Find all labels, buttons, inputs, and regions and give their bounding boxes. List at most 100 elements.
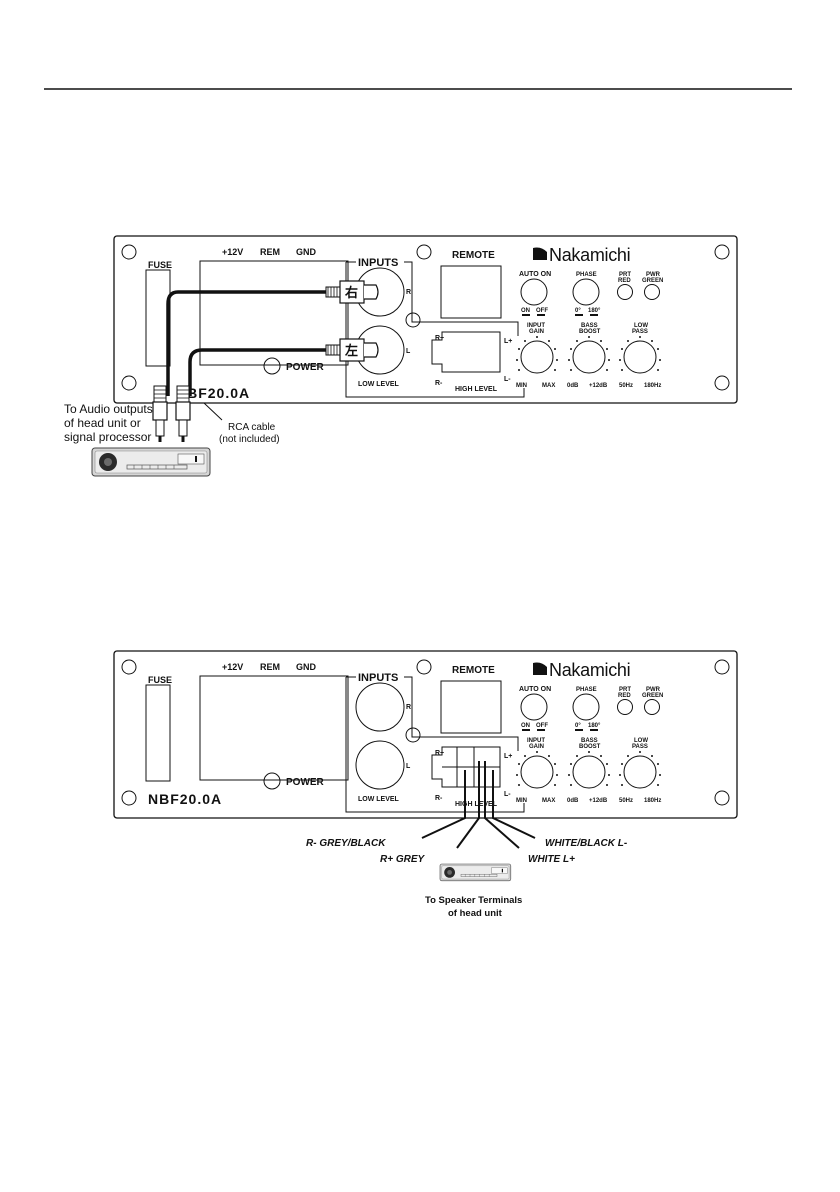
inputs-label: INPUTS — [358, 672, 398, 684]
speaker-wires — [421, 761, 536, 849]
phase-0-label: 0° — [575, 308, 581, 314]
phase-label: PHASE — [576, 272, 597, 278]
rca-plug-right: 右 — [325, 280, 379, 304]
auto-on-label: AUTO ON — [519, 686, 551, 693]
off-label: OFF — [536, 308, 548, 314]
lp-max-label: 180Hz — [644, 383, 661, 389]
red-label: RED — [618, 278, 631, 284]
gain-max-label: MAX — [542, 798, 555, 804]
caption-rca-line-2: (not included) — [219, 434, 280, 445]
terminal-gnd-label: GND — [296, 662, 317, 672]
green-label: GREEN — [642, 693, 663, 699]
pwr-label: PWR — [646, 272, 661, 278]
caption-speaker-line-2: of head unit — [448, 908, 503, 919]
lp-min-label: 50Hz — [619, 798, 633, 804]
auto-on-label: AUTO ON — [519, 271, 551, 278]
prt-label: PRT — [619, 272, 631, 278]
terminal-12v-label: +12V — [222, 662, 243, 672]
input-l-label: L — [406, 348, 411, 355]
hl-lminus-label: L- — [504, 376, 511, 383]
head-unit-icon-2 — [439, 863, 512, 882]
wire-r-minus — [421, 770, 466, 839]
fuse-label: FUSE — [148, 675, 172, 685]
power-label: POWER — [286, 362, 325, 373]
terminal-rem-label: REM — [260, 247, 280, 257]
rca-cable-right — [166, 290, 326, 396]
rca-plug-left: 左 — [325, 338, 379, 362]
hl-rplus-label: R+ — [435, 335, 444, 342]
caption-speaker-terminals: To Speaker Terminals of head unit — [425, 895, 522, 919]
low-pass-label-1: LOW — [634, 738, 648, 744]
input-gain-label-1: INPUT — [527, 323, 545, 329]
on-label: ON — [521, 723, 530, 729]
gain-min-label: MIN — [516, 383, 527, 389]
terminal-12v-label: +12V — [222, 247, 243, 257]
wire-r-minus-label: R- GREY/BLACK — [306, 838, 386, 849]
caption-rca-cable: RCA cable (not included) — [219, 422, 280, 445]
remote-label: REMOTE — [452, 250, 495, 261]
caption-audio-line-3: signal processor — [64, 430, 151, 444]
input-l-label: L — [406, 763, 411, 770]
low-pass-label-2: PASS — [632, 744, 648, 750]
green-label: GREEN — [642, 278, 663, 284]
amplifier-panel-low-level: FUSE +12V REM GND POWER INPUTS R L LOW L… — [113, 235, 738, 404]
amplifier-panel-high-level: FUSE +12V REM GND POWER INPUTS R L LOW L… — [113, 650, 738, 819]
hl-rminus-label: R- — [435, 795, 443, 802]
hl-lplus-label: L+ — [504, 753, 512, 760]
fuse-label: FUSE — [148, 260, 172, 270]
wire-l-plus-label: WHITE L+ — [528, 854, 575, 865]
off-label: OFF — [536, 723, 548, 729]
low-level-label: LOW LEVEL — [358, 381, 400, 388]
bass-boost-label-2: BOOST — [579, 744, 601, 750]
pwr-label: PWR — [646, 687, 661, 693]
high-level-connector-grid — [442, 747, 500, 787]
low-level-label: LOW LEVEL — [358, 796, 400, 803]
high-level-label: HIGH LEVEL — [455, 801, 498, 808]
caption-audio-line-1: To Audio outputs — [64, 402, 153, 416]
caption-audio-line-2: of head unit or — [64, 416, 141, 430]
bass-boost-label-1: BASS — [581, 323, 598, 329]
rca-left-char: 左 — [345, 343, 358, 358]
wire-r-plus — [456, 761, 480, 849]
model-name: NBF20.0A — [176, 385, 250, 401]
phase-0-label: 0° — [575, 723, 581, 729]
phase-180-label: 180° — [588, 308, 601, 314]
input-r-label: R — [406, 289, 411, 296]
lp-min-label: 50Hz — [619, 383, 633, 389]
wire-l-plus — [484, 761, 520, 849]
gain-max-label: MAX — [542, 383, 555, 389]
high-level-label: HIGH LEVEL — [455, 386, 498, 393]
red-label: RED — [618, 693, 631, 699]
bass-boost-label-1: BASS — [581, 738, 598, 744]
boost-max-label: +12dB — [589, 798, 608, 804]
low-pass-label-2: PASS — [632, 329, 648, 335]
input-gain-label-2: GAIN — [529, 744, 544, 750]
rca-right-char: 右 — [344, 285, 358, 300]
caption-rca-line-1: RCA cable — [228, 422, 276, 433]
terminal-gnd-label: GND — [296, 247, 317, 257]
caption-audio-outputs: To Audio outputs of head unit or signal … — [64, 402, 153, 444]
input-gain-label-1: INPUT — [527, 738, 545, 744]
low-pass-label-1: LOW — [634, 323, 648, 329]
power-label: POWER — [286, 777, 325, 788]
head-unit-icon — [91, 447, 211, 477]
boost-min-label: 0dB — [567, 383, 579, 389]
rca-cable-left — [188, 348, 326, 396]
caption-speaker-line-1: To Speaker Terminals — [425, 895, 522, 906]
prt-label: PRT — [619, 687, 631, 693]
boost-min-label: 0dB — [567, 798, 579, 804]
brand-name: Nakamichi — [549, 245, 630, 265]
terminal-rem-label: REM — [260, 662, 280, 672]
remote-label: REMOTE — [452, 665, 495, 676]
wire-l-minus — [492, 770, 536, 839]
hl-rminus-label: R- — [435, 380, 443, 387]
model-name: NBF20.0A — [148, 791, 222, 807]
lp-max-label: 180Hz — [644, 798, 661, 804]
wire-r-plus-label: R+ GREY — [380, 854, 426, 865]
rca-plugs-external — [152, 385, 191, 442]
gain-min-label: MIN — [516, 798, 527, 804]
on-label: ON — [521, 308, 530, 314]
input-gain-label-2: GAIN — [529, 329, 544, 335]
brand-name: Nakamichi — [549, 660, 630, 680]
